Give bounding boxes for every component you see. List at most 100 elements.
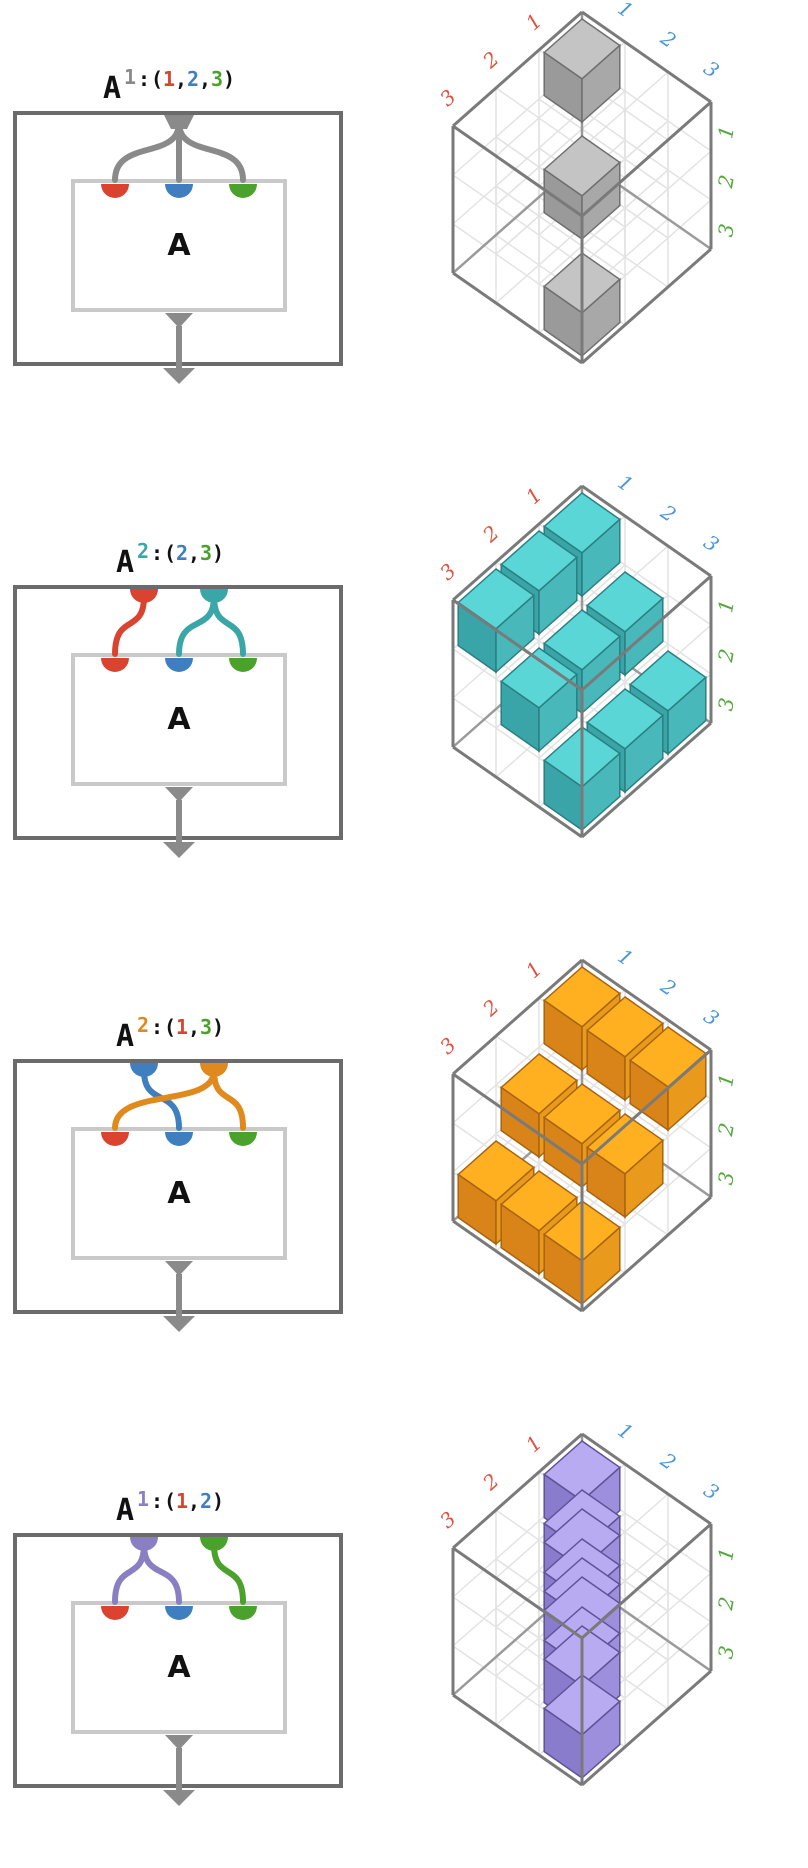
wire <box>176 120 246 183</box>
label-index: 2 <box>187 67 199 91</box>
grid-line <box>452 109 583 225</box>
axis-label-red: 2 <box>477 995 503 1022</box>
cube-edge <box>581 247 712 365</box>
cube-edge <box>452 1432 583 1550</box>
label-comma: , <box>199 67 211 91</box>
axis-label-red: 3 <box>435 1033 461 1059</box>
axis-label-red: 3 <box>435 85 461 111</box>
input-socket-1 <box>101 1606 129 1620</box>
cube-edge <box>581 1195 712 1313</box>
cube-right-face <box>538 672 578 753</box>
grid-line <box>495 185 626 277</box>
grid-line <box>538 643 669 759</box>
cube-edge <box>581 574 712 692</box>
inner-box-label: A <box>167 1650 191 1685</box>
cube-right-face <box>667 675 707 756</box>
label-index: 1 <box>176 1489 188 1513</box>
hub-connector <box>130 1063 158 1077</box>
wire <box>211 1068 246 1131</box>
label-close-paren: ) <box>212 1015 224 1039</box>
input-socket-2 <box>165 1132 193 1146</box>
label-colon: : <box>138 67 150 91</box>
input-socket-1 <box>101 1132 129 1146</box>
axis-label-green: 1 <box>713 1072 739 1089</box>
axis-label-blue: 1 <box>613 1418 637 1445</box>
input-socket-1 <box>101 658 129 672</box>
label-base: A <box>116 1019 134 1054</box>
wire <box>176 594 217 657</box>
cube-right-face <box>624 713 664 794</box>
cube-right-face <box>538 555 578 636</box>
axis-label-green: 3 <box>713 1170 739 1187</box>
axis-label-red: 1 <box>521 1431 547 1457</box>
wire <box>112 1542 147 1605</box>
axis-label-green: 1 <box>713 1546 739 1563</box>
grid-line <box>495 564 626 680</box>
grid-line <box>495 1133 626 1225</box>
hub-connector <box>200 589 228 603</box>
axis-label-blue: 3 <box>699 1004 723 1031</box>
wire <box>112 594 147 657</box>
axis-label-blue: 2 <box>656 499 681 527</box>
wire <box>211 1542 246 1605</box>
axis-label-green: 3 <box>713 1644 739 1661</box>
input-socket-2 <box>165 1606 193 1620</box>
label-open-paren: ( <box>164 1015 176 1039</box>
cube-edge <box>452 10 583 128</box>
grid-line <box>538 169 669 285</box>
output-arrow <box>163 1316 195 1332</box>
label-close-paren: ) <box>223 67 235 91</box>
axis-label-red: 1 <box>521 9 547 35</box>
input-socket-2 <box>165 658 193 672</box>
axis-label-blue: 3 <box>699 530 723 557</box>
axis-label-red: 1 <box>521 483 547 509</box>
cube-edge <box>581 1522 712 1640</box>
hub-connector <box>200 1537 228 1551</box>
output-connector <box>165 1261 193 1276</box>
inner-box <box>71 1127 287 1260</box>
input-socket-3 <box>229 184 257 198</box>
inner-box-label: A <box>167 1176 191 1211</box>
axis-label-blue: 1 <box>613 0 637 23</box>
input-socket-3 <box>229 1132 257 1146</box>
hub-connector <box>130 589 158 603</box>
cube-edge <box>581 1669 712 1787</box>
label-open-paren: ( <box>164 1489 176 1513</box>
wire <box>211 594 246 657</box>
cube-edge <box>581 721 712 839</box>
grid-line <box>452 174 583 266</box>
axis-label-red: 2 <box>477 47 503 74</box>
axis-label-red: 3 <box>435 1507 461 1533</box>
label-colon: : <box>151 1489 163 1513</box>
tensor-cell-cube <box>628 1026 708 1132</box>
axis-label-blue: 3 <box>699 56 723 83</box>
cube-edge <box>452 1072 583 1166</box>
axis-label-red: 1 <box>521 957 547 983</box>
label-index: 3 <box>200 541 212 565</box>
label-close-paren: ) <box>212 541 224 565</box>
cube-edge <box>581 100 712 218</box>
tensor-cell-cube <box>499 647 579 753</box>
axis-label-blue: 2 <box>656 1447 681 1475</box>
cube-edge <box>452 271 583 365</box>
label-superscript: 1 <box>124 65 136 89</box>
grid-line <box>581 109 712 201</box>
axis-label-green: 2 <box>713 1595 739 1613</box>
label-index: 3 <box>200 1015 212 1039</box>
grid-line <box>581 150 712 266</box>
label-superscript: 2 <box>137 539 149 563</box>
axis-label-blue: 2 <box>656 973 681 1001</box>
label-colon: : <box>151 1015 163 1039</box>
